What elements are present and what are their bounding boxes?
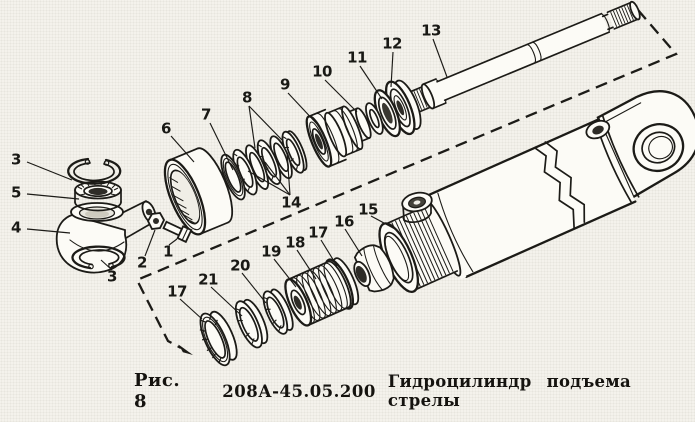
part-label-17: 17 bbox=[308, 223, 328, 242]
gland-nut-6 bbox=[163, 147, 234, 236]
arm-hole bbox=[145, 208, 153, 216]
part-label-12: 12 bbox=[382, 34, 402, 53]
part-label-15: 15 bbox=[358, 200, 378, 219]
pressure-ring-7 bbox=[220, 153, 246, 201]
seal-10 bbox=[365, 102, 384, 135]
cylinder-barrel bbox=[378, 90, 695, 294]
part-label-8: 8 bbox=[242, 88, 252, 107]
figure-label: Рис. 8 bbox=[134, 370, 181, 412]
part-label-13: 13 bbox=[421, 21, 441, 40]
figure-caption: Рис. 8 208А-45.05.200 Гидроцилиндр подъе… bbox=[0, 370, 695, 412]
part-label-3: 3 bbox=[107, 267, 117, 286]
part-label-14: 14 bbox=[281, 193, 301, 212]
seal-ring-17-left bbox=[199, 310, 238, 367]
seal-stack-7-8-14 bbox=[220, 130, 308, 201]
part-label-5: 5 bbox=[11, 183, 21, 202]
ring-21 bbox=[234, 298, 269, 349]
part-label-4: 4 bbox=[11, 218, 21, 237]
piston-rod-13 bbox=[389, 0, 641, 122]
part-label-19: 19 bbox=[261, 242, 281, 261]
part-label-6: 6 bbox=[161, 119, 171, 138]
part-label-17: 17 bbox=[167, 282, 187, 301]
barrel-piston-group bbox=[199, 90, 695, 367]
piston-19 bbox=[284, 260, 352, 327]
rod-group bbox=[163, 0, 641, 236]
retaining-ring-3-bottom bbox=[71, 245, 126, 270]
part-label-3: 3 bbox=[11, 150, 21, 169]
part-label-18: 18 bbox=[285, 233, 305, 252]
part-label-1: 1 bbox=[163, 242, 173, 261]
gland-head-9 bbox=[305, 105, 372, 168]
part-label-10: 10 bbox=[312, 62, 332, 81]
nut-2 bbox=[146, 212, 166, 230]
part-label-16: 16 bbox=[334, 212, 354, 231]
part-label-7: 7 bbox=[201, 105, 211, 124]
part-label-2: 2 bbox=[137, 253, 147, 272]
port-boss-15 bbox=[401, 191, 433, 224]
figure-title: Гидроцилиндр подъема стрелы bbox=[387, 372, 631, 410]
bolt-1 bbox=[162, 220, 193, 244]
part-label-9: 9 bbox=[280, 75, 290, 94]
axis-arrowhead bbox=[178, 344, 193, 355]
retaining-ring-3-top bbox=[67, 157, 122, 185]
part-label-21: 21 bbox=[198, 270, 218, 289]
ring-20 bbox=[262, 288, 294, 335]
part-label-20: 20 bbox=[230, 256, 250, 275]
part-label-11: 11 bbox=[347, 48, 367, 67]
piston-nut-16 bbox=[353, 244, 395, 293]
rod-eye-assembly bbox=[55, 157, 193, 274]
spherical-bearing-5 bbox=[74, 180, 122, 212]
grease-fitting-icon bbox=[585, 119, 611, 140]
figure-part-number: 208А-45.05.200 bbox=[222, 381, 376, 401]
dashed-axis-line bbox=[135, 9, 678, 355]
leader-lines bbox=[26, 38, 448, 320]
